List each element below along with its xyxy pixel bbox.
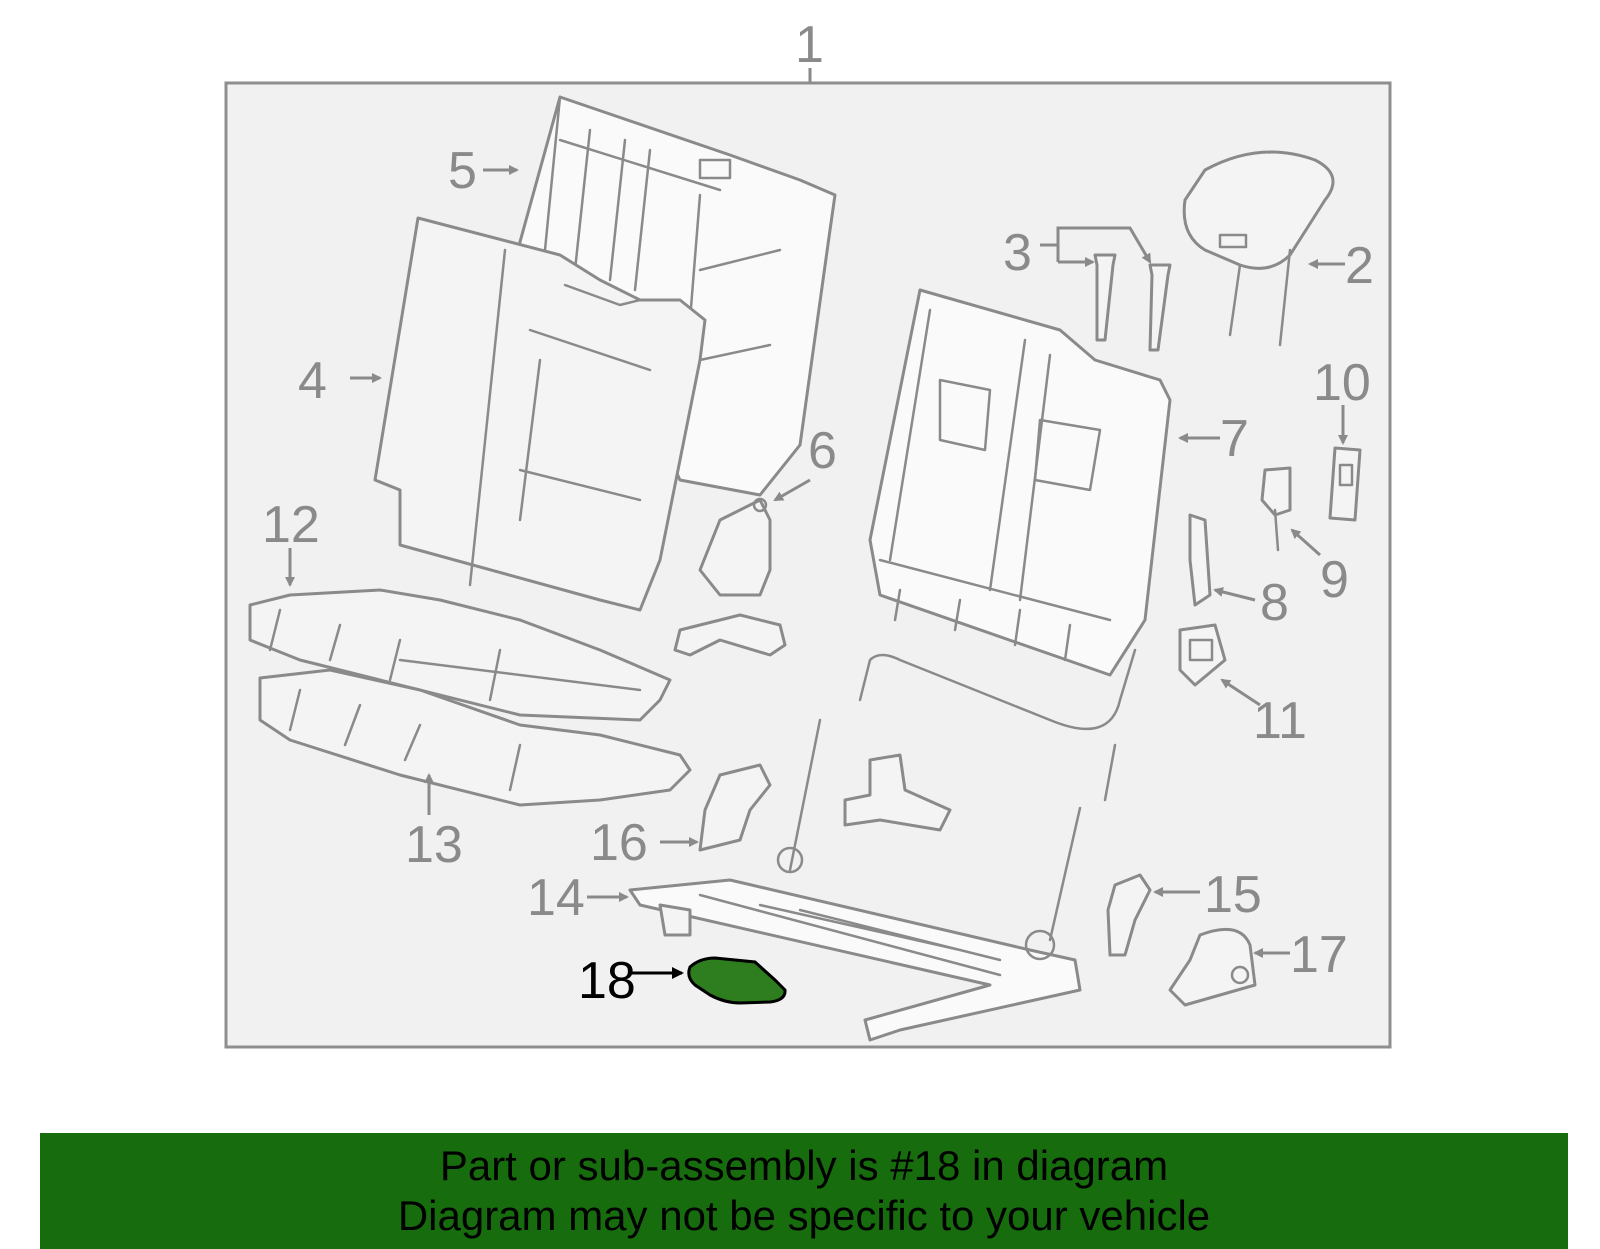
part-9-latch bbox=[1260, 466, 1292, 552]
callout-5: 5 bbox=[448, 142, 477, 200]
callout-15: 15 bbox=[1204, 866, 1262, 924]
part-10-trim bbox=[1328, 446, 1362, 522]
part-16-hinge-cover bbox=[698, 763, 772, 852]
callout-9: 9 bbox=[1320, 551, 1349, 609]
callout-6: 6 bbox=[808, 422, 837, 480]
part-12-seat-cushion bbox=[248, 588, 672, 722]
callout-18: 18 bbox=[578, 952, 636, 1010]
part-14-seat-frame bbox=[628, 718, 1082, 1042]
callout-11: 11 bbox=[1253, 692, 1307, 750]
callout-7: 7 bbox=[1220, 410, 1249, 468]
callout-1: 1 bbox=[795, 16, 824, 74]
part-7-seatback-frame bbox=[868, 288, 1172, 677]
callout-17: 17 bbox=[1290, 926, 1348, 984]
part-15-bracket bbox=[1106, 873, 1152, 957]
callout-2: 2 bbox=[1345, 237, 1374, 295]
callout-3: 3 bbox=[1003, 224, 1032, 282]
part-5-back-panel bbox=[513, 95, 837, 497]
banner-line-1: Part or sub-assembly is #18 in diagram bbox=[439, 1142, 1169, 1189]
callout-10: 10 bbox=[1313, 354, 1371, 412]
callout-13: 13 bbox=[405, 816, 463, 874]
part-2-headrest bbox=[1182, 150, 1335, 347]
latch-assembly bbox=[843, 753, 952, 832]
callout-4: 4 bbox=[298, 352, 327, 410]
part-11-bezel bbox=[1178, 623, 1227, 687]
part-17-trim-cover bbox=[1168, 927, 1257, 1007]
part-8-cover bbox=[1188, 513, 1212, 607]
part-3-bolts bbox=[1093, 253, 1172, 352]
part-18-highlighted bbox=[687, 956, 787, 1005]
part-4-seatback-cushion bbox=[373, 216, 707, 612]
part-6-bracket bbox=[673, 497, 787, 657]
part-18-shape bbox=[687, 956, 787, 1005]
callout-16: 16 bbox=[590, 814, 648, 872]
banner-line-2: Diagram may not be specific to your vehi… bbox=[397, 1192, 1211, 1239]
callout-12: 12 bbox=[262, 496, 320, 554]
callout-8: 8 bbox=[1260, 574, 1289, 632]
part-13-cushion-pad bbox=[258, 668, 692, 807]
info-banner: Part or sub-assembly is #18 in diagram D… bbox=[40, 1133, 1568, 1249]
callout-14: 14 bbox=[527, 869, 585, 927]
cable bbox=[858, 648, 1137, 802]
